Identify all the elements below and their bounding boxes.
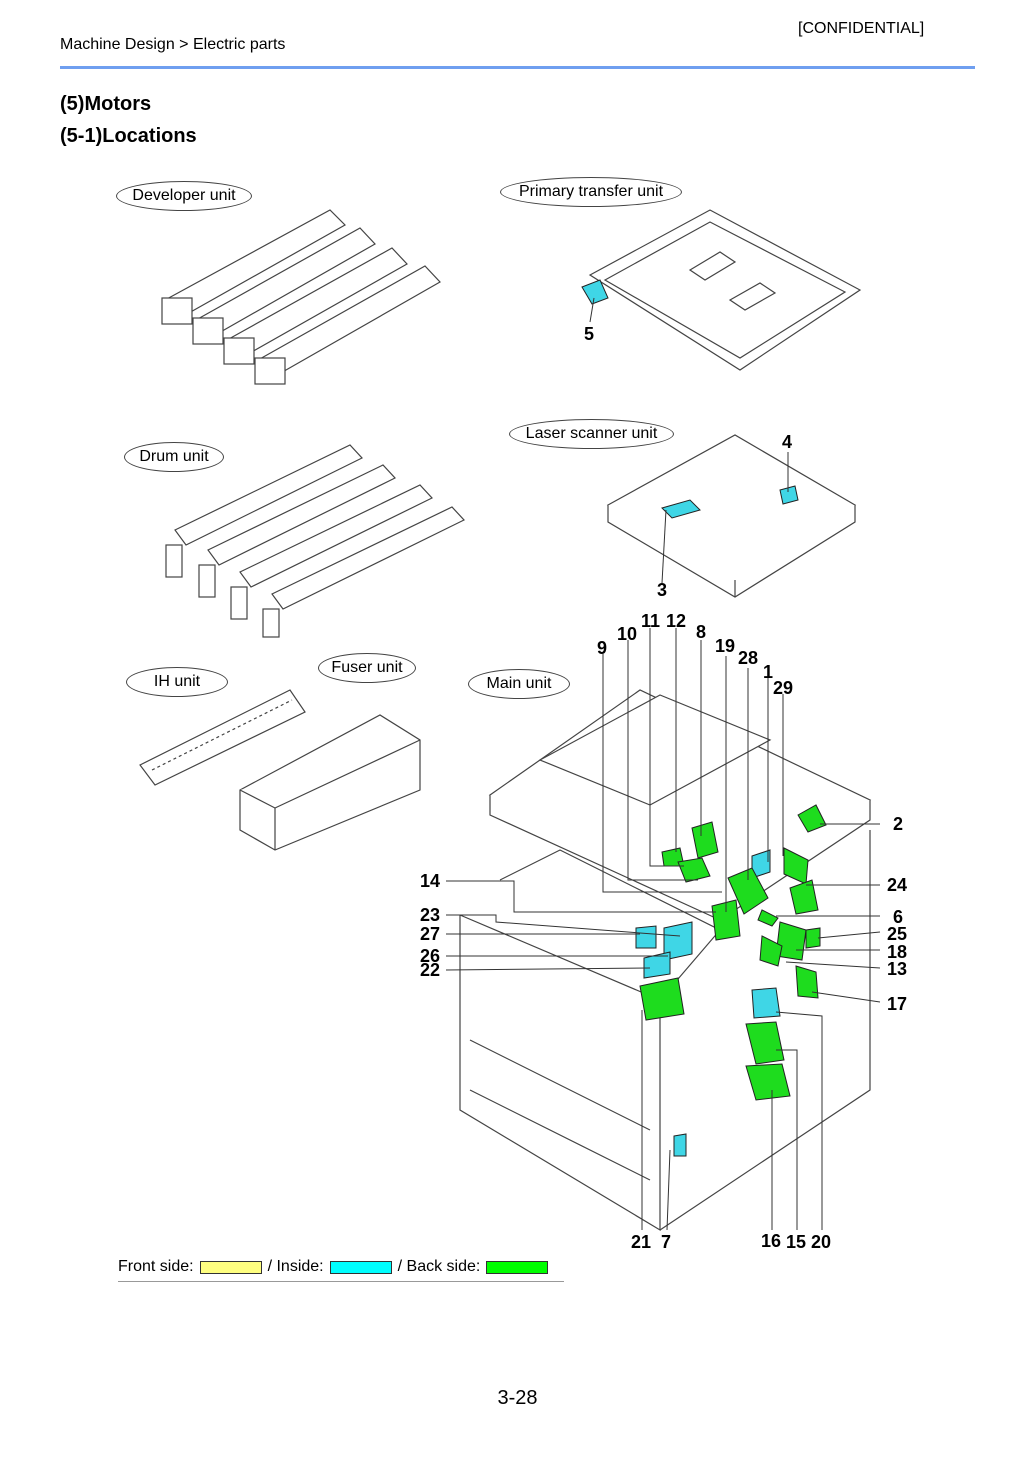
legend-back-swatch	[486, 1260, 549, 1274]
legend-front-swatch	[199, 1260, 262, 1274]
fuser-unit-drawing	[239, 714, 421, 851]
legend-front-label: Front side:	[118, 1258, 194, 1275]
callout-1: 1	[763, 662, 773, 682]
callout-13: 13	[887, 959, 907, 979]
motor-5	[581, 279, 609, 305]
motor-15	[745, 1021, 785, 1065]
drum-unit-drawing	[165, 444, 465, 638]
callout-3: 3	[657, 580, 667, 600]
motor-28	[727, 867, 769, 915]
callout-11: 11	[641, 611, 660, 631]
motor-20	[751, 987, 781, 1019]
label-drum-unit: Drum unit	[124, 442, 224, 472]
callout-28: 28	[738, 648, 758, 668]
callout-23: 23	[420, 905, 440, 925]
callout-6: 6	[893, 907, 903, 927]
primary-transfer-unit-drawing	[588, 209, 862, 371]
callout-29: 29	[773, 678, 793, 698]
motor-24	[789, 879, 819, 915]
label-ih-unit: IH unit	[126, 667, 228, 697]
callout-5: 5	[584, 324, 594, 344]
label-developer-unit: Developer unit	[116, 181, 252, 211]
motor-13	[759, 935, 783, 967]
legend-rule	[118, 1281, 564, 1282]
label-primary-transfer-unit: Primary transfer unit	[500, 177, 682, 207]
callout-17: 17	[887, 994, 907, 1014]
callout-10: 10	[617, 624, 637, 644]
callout-25: 25	[887, 924, 907, 944]
color-legend: Front side: / Inside: / Back side:	[118, 1258, 554, 1276]
motor-8	[691, 821, 719, 859]
motor-22	[643, 951, 671, 979]
callout-19: 19	[715, 636, 735, 656]
label-main-unit: Main unit	[468, 669, 570, 699]
motor-7	[673, 1133, 687, 1157]
motor-19	[711, 899, 741, 941]
ih-unit-drawing	[139, 689, 306, 786]
motor-2	[797, 804, 827, 833]
callout-22: 22	[420, 960, 440, 980]
callout-18: 18	[887, 942, 907, 962]
motor-11	[677, 857, 711, 883]
breadcrumb: Machine Design > Electric parts	[60, 36, 286, 53]
callout-24: 24	[887, 875, 907, 895]
motor-25	[805, 927, 821, 949]
callout-12: 12	[666, 611, 686, 631]
developer-unit-drawing	[161, 209, 441, 385]
label-laser-scanner-unit: Laser scanner unit	[509, 419, 674, 449]
header-rule	[60, 66, 975, 69]
motor-23	[663, 921, 693, 961]
section-title: (5)Motors	[60, 93, 152, 115]
callout-15: 15	[786, 1232, 806, 1252]
motor-17	[795, 965, 819, 999]
callout-2: 2	[893, 814, 903, 834]
callout-9: 9	[597, 638, 607, 658]
legend-back-label: / Back side:	[397, 1258, 481, 1275]
motor-4	[779, 485, 799, 505]
page-number: 3-28	[497, 1387, 538, 1409]
subsection-title: (5-1)Locations	[60, 125, 197, 147]
callout-7: 7	[661, 1232, 671, 1252]
laser-scanner-unit-drawing	[606, 434, 857, 598]
callout-8: 8	[696, 622, 706, 642]
callout-16: 16	[761, 1231, 781, 1251]
confidential-label: [CONFIDENTIAL]	[798, 20, 925, 37]
motor-3	[661, 499, 701, 519]
legend-inside-label: / Inside:	[267, 1258, 324, 1275]
label-fuser-unit: Fuser unit	[318, 653, 416, 683]
motor-16	[745, 1063, 791, 1101]
motor-21	[639, 977, 685, 1021]
callout-20: 20	[811, 1232, 831, 1252]
callout-4: 4	[782, 432, 792, 452]
callout-21: 21	[631, 1232, 651, 1252]
callout-14: 14	[420, 871, 440, 891]
motor-6	[757, 909, 779, 927]
callout-26: 26	[420, 946, 440, 966]
motor-27	[635, 925, 657, 949]
callout-27: 27	[420, 924, 440, 944]
legend-inside-swatch	[329, 1260, 392, 1274]
